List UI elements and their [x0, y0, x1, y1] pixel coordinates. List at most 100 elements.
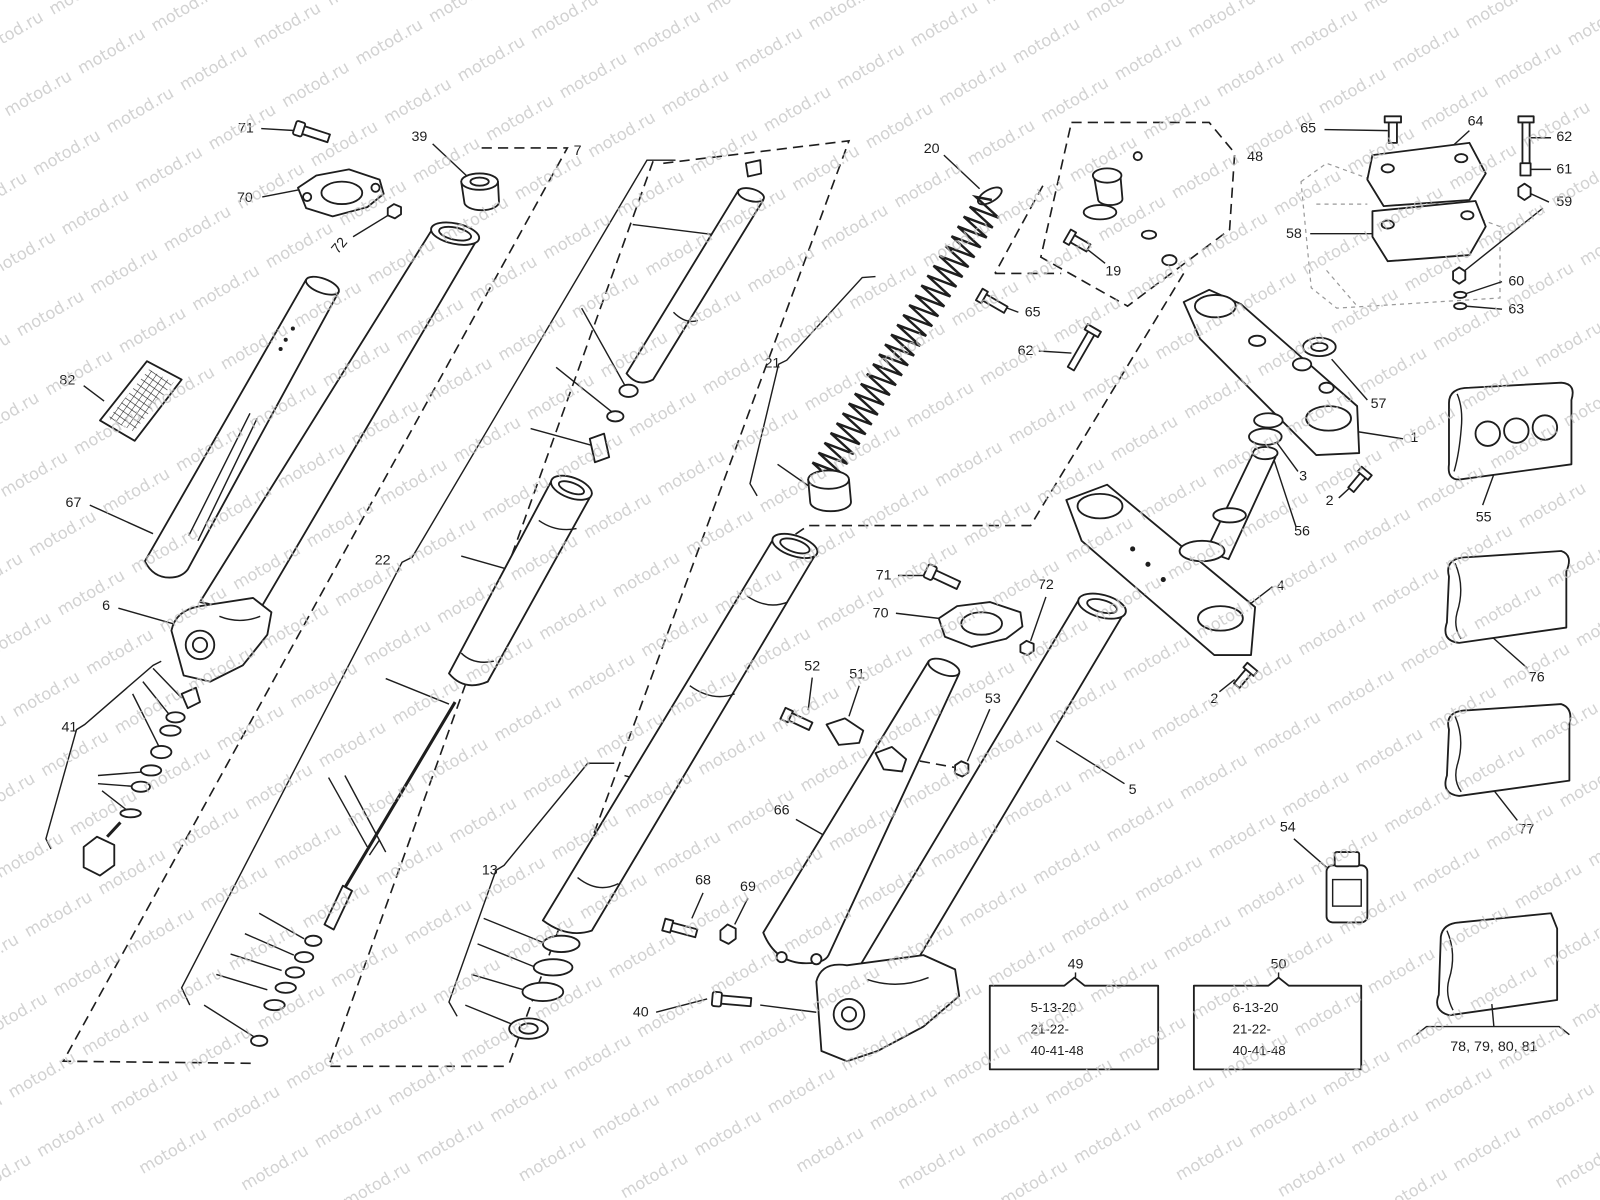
bolt-65-right	[1383, 115, 1402, 144]
callout-63: 63	[1508, 301, 1524, 317]
group-22-outline	[327, 160, 654, 1068]
callout-76: 76	[1529, 670, 1545, 686]
callout-51: 51	[849, 667, 865, 683]
bolt-19	[1062, 228, 1092, 253]
washer-69	[719, 923, 737, 945]
spring-seat-20	[976, 186, 1003, 206]
lower-triple-clamp-4	[1065, 483, 1257, 657]
callout-48: 48	[1247, 149, 1263, 165]
bolt-71-right	[922, 563, 962, 590]
group-13-outline	[507, 139, 851, 1067]
handlebar-clamp-58	[1371, 200, 1487, 263]
fork-guard-66	[762, 657, 961, 966]
callout-4: 4	[1277, 578, 1285, 594]
kit-49-line-3: 40-41-48	[1031, 1043, 1084, 1058]
callout-71: 71	[876, 568, 892, 584]
group-20-lower-outline	[791, 273, 1185, 538]
callout-71: 71	[238, 121, 254, 137]
bushing-57	[1302, 336, 1337, 358]
bracket-13	[448, 762, 615, 1017]
handlebar-clamp-64	[1366, 141, 1487, 208]
callout-68: 68	[695, 873, 711, 889]
callout-19: 19	[1105, 264, 1121, 280]
upper-triple-clamp-1	[1182, 288, 1361, 457]
callout-7: 7	[574, 143, 582, 159]
callout-13: 13	[482, 862, 498, 878]
callout-65: 65	[1300, 121, 1316, 137]
damper-small-parts	[588, 383, 639, 464]
group-20-outline	[994, 185, 1062, 275]
handlebar-outline	[1300, 162, 1501, 309]
group-48-outline	[1039, 121, 1236, 308]
callout-1: 1	[1410, 430, 1418, 446]
callout-20: 20	[924, 141, 940, 157]
kit-50-line-2: 21-22-	[1233, 1022, 1271, 1037]
callout-22: 22	[375, 552, 391, 568]
callout-62: 62	[1556, 129, 1572, 145]
callout-2: 2	[1326, 493, 1334, 509]
damper-cartridge-upper	[625, 187, 765, 384]
fork-spring-21	[811, 194, 1000, 485]
bearing-3	[1253, 412, 1284, 429]
callout-2: 2	[1210, 691, 1218, 707]
group-outlines	[45, 121, 1501, 1068]
bolt-52	[779, 706, 814, 731]
callout-77: 77	[1519, 822, 1535, 838]
valve-assembly-48	[1082, 151, 1178, 267]
kit-box-49: 5-13-20 21-22- 40-41-48	[988, 976, 1160, 1071]
bolt-68	[661, 917, 699, 939]
bolt-2-upper	[1347, 465, 1373, 493]
nut-59	[1452, 182, 1532, 285]
fork-tube-left	[199, 221, 481, 616]
bolt-62-middle	[1066, 323, 1102, 372]
leader-lines	[83, 127, 1552, 1040]
bolt-71-left	[292, 120, 331, 144]
callout-60: 60	[1508, 274, 1524, 290]
decal-77	[1444, 703, 1572, 797]
callout-54: 54	[1280, 820, 1296, 836]
callout-82: 82	[59, 373, 75, 389]
fork-slider-6-left	[170, 597, 273, 683]
axle-bolt-40	[710, 990, 753, 1008]
spring-coil	[811, 194, 1000, 485]
kit-50-line-3: 40-41-48	[1233, 1043, 1286, 1058]
valve-parts-41	[82, 686, 201, 877]
bolt-65-middle	[975, 287, 1009, 314]
washer-63	[1453, 302, 1468, 311]
kit-50-line-1: 6-13-20	[1233, 1000, 1279, 1015]
bolt-2-lower	[1233, 661, 1259, 689]
callout-57: 57	[1371, 396, 1387, 412]
damper-rod	[323, 701, 457, 931]
decal-76	[1444, 550, 1570, 644]
seal-56	[1248, 427, 1283, 446]
washer-60	[1453, 290, 1468, 299]
callout-53: 53	[985, 691, 1001, 707]
nut-72-right	[1019, 639, 1035, 657]
callout-52: 52	[804, 658, 820, 674]
callout-50: 50	[1271, 956, 1287, 972]
bracket-21	[749, 275, 876, 497]
oil-bottle-54	[1325, 851, 1369, 924]
callout-40: 40	[633, 1004, 649, 1020]
kit-49-line-1: 5-13-20	[1031, 1000, 1077, 1015]
callout-69: 69	[740, 879, 756, 895]
callout-39: 39	[411, 129, 427, 145]
fork-guard-67	[143, 275, 340, 579]
fork-slider-right	[815, 954, 961, 1063]
damper-cylinder	[448, 474, 593, 687]
callout-67: 67	[66, 495, 82, 511]
fork-stanchion-13	[541, 532, 819, 934]
kit-box-50: 6-13-20 21-22- 40-41-48	[1192, 976, 1363, 1071]
decal-55	[1447, 381, 1574, 481]
bracket-22	[180, 159, 676, 1006]
fork-tube-5-right	[859, 592, 1127, 977]
callout-5: 5	[1129, 782, 1137, 798]
decal-set-78-81	[1415, 912, 1570, 1036]
callout-72: 72	[1038, 577, 1054, 593]
nut-53	[954, 760, 970, 778]
stanchion-bottom-parts	[508, 934, 581, 1040]
callout-61: 61	[1556, 161, 1572, 177]
bracket-51	[825, 717, 908, 773]
rod-small-parts	[250, 934, 323, 1047]
